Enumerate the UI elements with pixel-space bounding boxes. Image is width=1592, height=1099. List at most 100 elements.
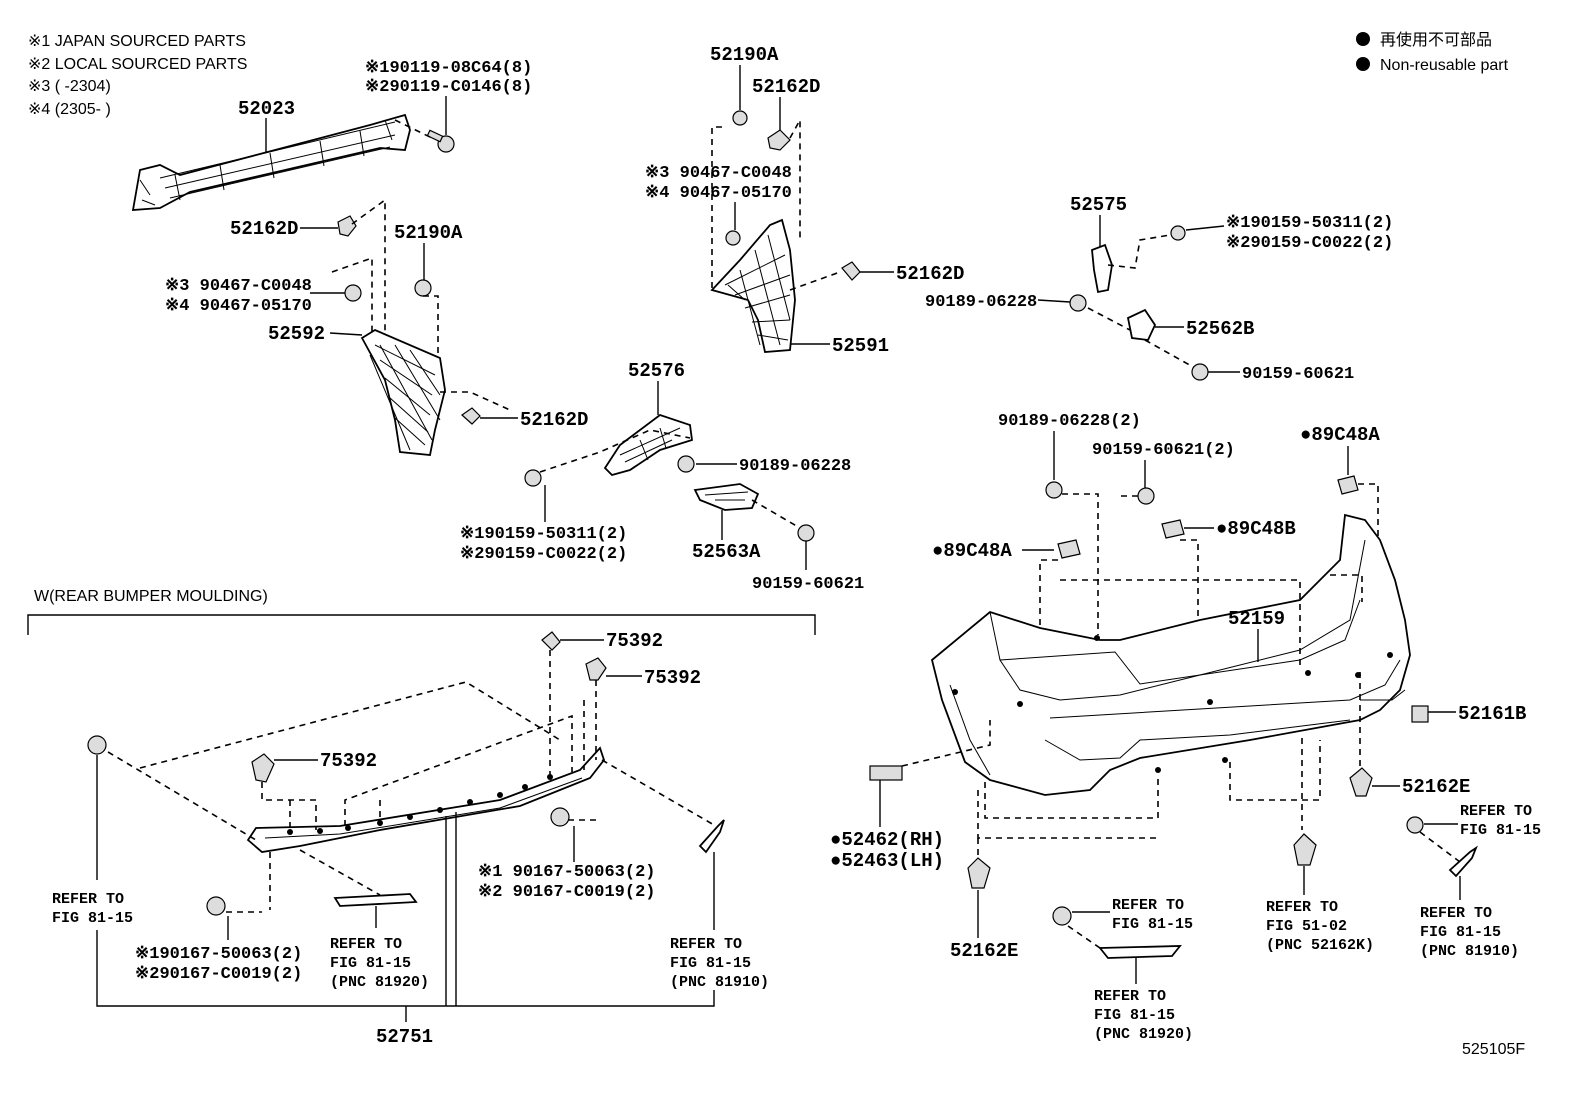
bolt-icon — [206, 896, 226, 916]
nut-icon — [414, 279, 432, 297]
bolt-icon — [426, 129, 455, 153]
non-reusable-jp: 再使用不可部品 — [1380, 31, 1492, 49]
label-nut-c0048: ※3 90467-C0048 — [165, 277, 312, 296]
cap-icon — [1411, 705, 1429, 723]
screw-icon — [1069, 294, 1087, 312]
clip-icon — [585, 657, 607, 681]
label-nut-60621-b: 90159-60621 — [1242, 365, 1354, 384]
svg-text:(PNC 81920): (PNC 81920) — [330, 974, 429, 991]
label-52576: 52576 — [628, 360, 685, 382]
label-52562B: 52562B — [1186, 318, 1254, 340]
clip-icon — [1337, 475, 1359, 495]
ref-fig-81-15-r1: REFER TO FIG 81-15 — [52, 891, 133, 927]
moulding-piece-icon — [698, 819, 725, 854]
clip-icon — [767, 129, 791, 151]
clip-icon — [541, 631, 561, 651]
label-bolt-c0019-b: ※290167-C0019(2) — [135, 965, 302, 984]
label-52575: 52575 — [1070, 194, 1127, 216]
note-japan-sourced: ※1 JAPAN SOURCED PARTS — [28, 33, 246, 50]
nut-icon — [732, 110, 748, 126]
clip-icon — [337, 215, 357, 237]
svg-text:REFER TO: REFER TO — [1266, 899, 1338, 916]
label-52463: ●52463(LH) — [830, 850, 944, 872]
svg-text:FIG 81-15: FIG 81-15 — [52, 910, 133, 927]
screw-icon — [677, 455, 695, 473]
svg-text:(PNC 52162K): (PNC 52162K) — [1266, 937, 1374, 954]
svg-text:REFER TO: REFER TO — [1460, 803, 1532, 820]
note-period-4: ※4 (2305- ) — [28, 101, 111, 118]
nut-icon — [797, 524, 815, 542]
label-bolt-c0146: ※290119-C0146(8) — [365, 78, 532, 97]
reflector-icon — [869, 765, 903, 781]
non-reusable-en: Non-reusable part — [1380, 57, 1509, 74]
label-screw-06228-2: 90189-06228(2) — [998, 412, 1141, 431]
clip-icon — [251, 753, 275, 783]
ref-fig-81-15-r7: REFER TO FIG 81-15 — [1460, 803, 1541, 839]
label-52563A: 52563A — [692, 541, 761, 563]
moulding-piece-icon — [1098, 945, 1182, 959]
label-bolt-08c64: ※190119-08C64(8) — [365, 59, 532, 78]
clip-icon — [1293, 833, 1317, 866]
clip-icon — [1057, 539, 1081, 559]
label-52592: 52592 — [268, 323, 325, 345]
label-89C48B: ●89C48B — [1216, 518, 1296, 540]
svg-text:REFER TO: REFER TO — [52, 891, 124, 908]
svg-text:REFER TO: REFER TO — [1420, 905, 1492, 922]
svg-text:(PNC 81910): (PNC 81910) — [670, 974, 769, 991]
label-52162D-b: 52162D — [520, 409, 588, 431]
ref-fig-81-15-r2: REFER TO FIG 81-15 (PNC 81920) — [330, 936, 429, 991]
label-screw-06228-a: 90189-06228 — [739, 457, 851, 476]
figure-id: 525105F — [1462, 1041, 1525, 1058]
part-52562B-retainer — [1126, 308, 1157, 341]
svg-text:FIG 51-02: FIG 51-02 — [1266, 918, 1347, 935]
label-52162D: 52162D — [230, 218, 298, 240]
clip-icon — [1161, 519, 1185, 539]
label-52162D-d: 52162D — [896, 263, 964, 285]
ref-fig-81-15-r4: REFER TO FIG 81-15 — [1112, 897, 1193, 933]
clip-icon — [1349, 767, 1373, 797]
label-bolt-c0022-a: ※290159-C0022(2) — [460, 545, 627, 564]
ref-fig-81-15-r8: REFER TO FIG 81-15 (PNC 81910) — [1420, 905, 1519, 960]
label-nut-60621-a: 90159-60621 — [752, 575, 864, 594]
label-52751: 52751 — [376, 1026, 433, 1048]
section-title: W(REAR BUMPER MOULDING) — [34, 588, 268, 605]
section-bracket — [27, 614, 816, 635]
label-52591: 52591 — [832, 335, 889, 357]
label-bolt-c0022-b: ※290159-C0022(2) — [1226, 234, 1393, 253]
part-52023-reinforcement — [131, 113, 411, 211]
bolt-icon — [87, 735, 107, 755]
label-52190A-b: 52190A — [710, 44, 779, 66]
label-bolt-50311-b: ※190159-50311(2) — [1226, 214, 1393, 233]
label-89C48A-b: ●89C48A — [932, 540, 1012, 562]
label-bolt-50063-b: ※190167-50063(2) — [135, 945, 302, 964]
svg-text:(PNC 81910): (PNC 81910) — [1420, 943, 1519, 960]
bolt-icon — [1170, 225, 1186, 241]
part-52592-bracket — [360, 328, 446, 456]
moulding-piece-icon — [333, 893, 418, 907]
bolt-icon — [1406, 816, 1424, 834]
bolt-icon — [524, 469, 542, 487]
svg-text:REFER TO: REFER TO — [330, 936, 402, 953]
svg-text:FIG 81-15: FIG 81-15 — [1460, 822, 1541, 839]
svg-text:REFER TO: REFER TO — [670, 936, 742, 953]
part-52563A-retainer — [693, 483, 760, 511]
svg-text:FIG 81-15: FIG 81-15 — [330, 955, 411, 972]
part-52751-moulding — [246, 746, 606, 853]
svg-text:REFER TO: REFER TO — [1094, 988, 1166, 1005]
nut-icon — [1137, 487, 1155, 505]
clip-icon — [841, 261, 861, 281]
label-52462: ●52462(RH) — [830, 829, 944, 851]
label-bolt-50311-a: ※190159-50311(2) — [460, 525, 627, 544]
label-52023: 52023 — [238, 98, 295, 120]
label-75392-b: 75392 — [644, 667, 701, 689]
part-52575-bracket — [1091, 243, 1113, 294]
bolt-icon — [550, 807, 570, 827]
nut-icon — [344, 284, 362, 302]
nut-icon — [725, 230, 741, 246]
label-nut-60621-2: 90159-60621(2) — [1092, 441, 1235, 460]
label-bolt-50063-a: ※1 90167-50063(2) — [478, 863, 655, 882]
svg-text:FIG 81-15: FIG 81-15 — [1420, 924, 1501, 941]
ref-fig-81-15-r3: REFER TO FIG 81-15 (PNC 81910) — [670, 936, 769, 991]
note-local-sourced: ※2 LOCAL SOURCED PARTS — [28, 56, 247, 73]
